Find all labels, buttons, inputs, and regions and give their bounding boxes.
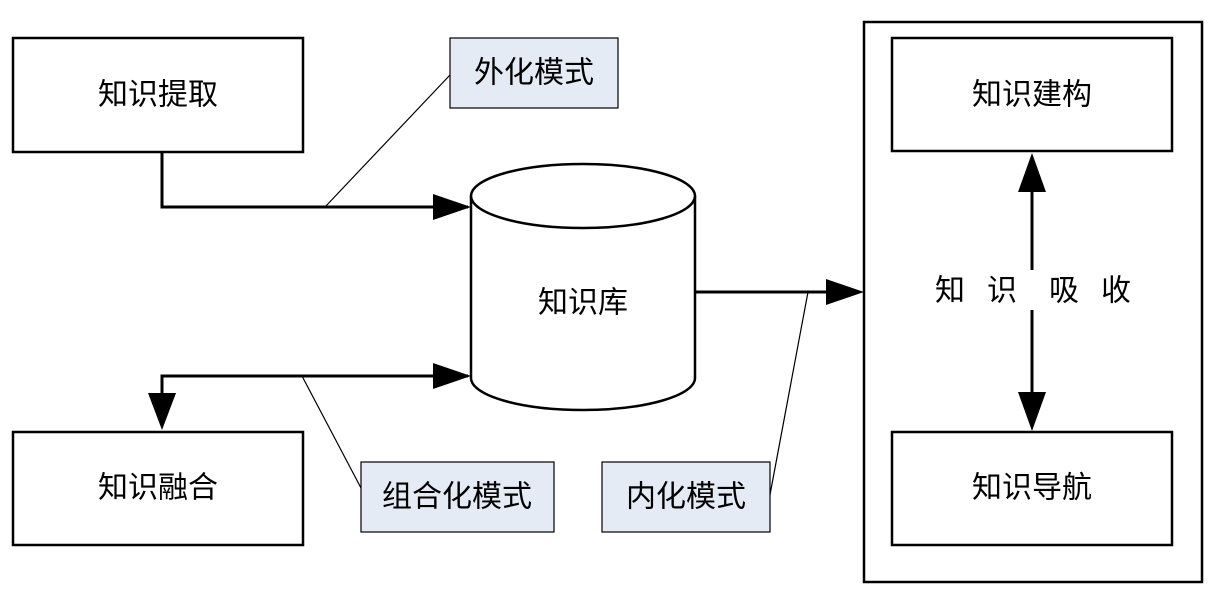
internalization-leader-line	[768, 291, 809, 501]
absorption-label-gap	[1022, 270, 1042, 310]
knowledge-fusion-label: 知识融合	[98, 471, 218, 506]
knowledge-navigation-label: 知识导航	[972, 471, 1092, 506]
externalization-leader-line	[324, 74, 451, 208]
knowledge-repository-label: 知识库	[538, 286, 628, 321]
extraction-to-repository-connector	[160, 153, 468, 209]
repository-fusion-connector	[160, 374, 468, 412]
knowledge-construction-label: 知识建构	[972, 78, 1092, 113]
navigation-to-construction-arrowhead	[1018, 153, 1046, 192]
combination-mode-callout: 组合化模式	[360, 461, 555, 533]
absorption-char-4: 收	[1101, 274, 1131, 309]
knowledge-extraction-label: 知识提取	[98, 78, 218, 113]
repository-to-fusion-arrowhead	[148, 393, 176, 430]
knowledge-fusion-box: 知识融合	[11, 430, 305, 547]
knowledge-absorption-label: 知 识 吸 收	[935, 274, 1131, 309]
fusion-to-repository-arrowhead	[433, 363, 471, 389]
knowledge-navigation-box: 知识导航	[890, 430, 1174, 547]
internalization-mode-label: 内化模式	[626, 480, 746, 515]
knowledge-extraction-box: 知识提取	[11, 36, 305, 154]
absorption-char-2: 识	[987, 274, 1017, 309]
combination-leader-line	[301, 375, 362, 489]
absorption-char-3: 吸	[1049, 274, 1079, 309]
externalization-mode-label: 外化模式	[474, 56, 594, 91]
construction-to-navigation-arrowhead	[1018, 392, 1046, 431]
absorption-char-1: 知	[935, 274, 965, 309]
combination-mode-label: 组合化模式	[382, 480, 532, 515]
repository-to-absorption-arrowhead	[826, 279, 864, 305]
knowledge-construction-box: 知识建构	[890, 36, 1174, 153]
externalization-mode-callout: 外化模式	[449, 37, 619, 109]
extraction-to-repository-arrowhead	[433, 194, 471, 220]
internalization-mode-callout: 内化模式	[601, 461, 771, 533]
knowledge-repository-cylinder: 知识库	[469, 162, 697, 412]
